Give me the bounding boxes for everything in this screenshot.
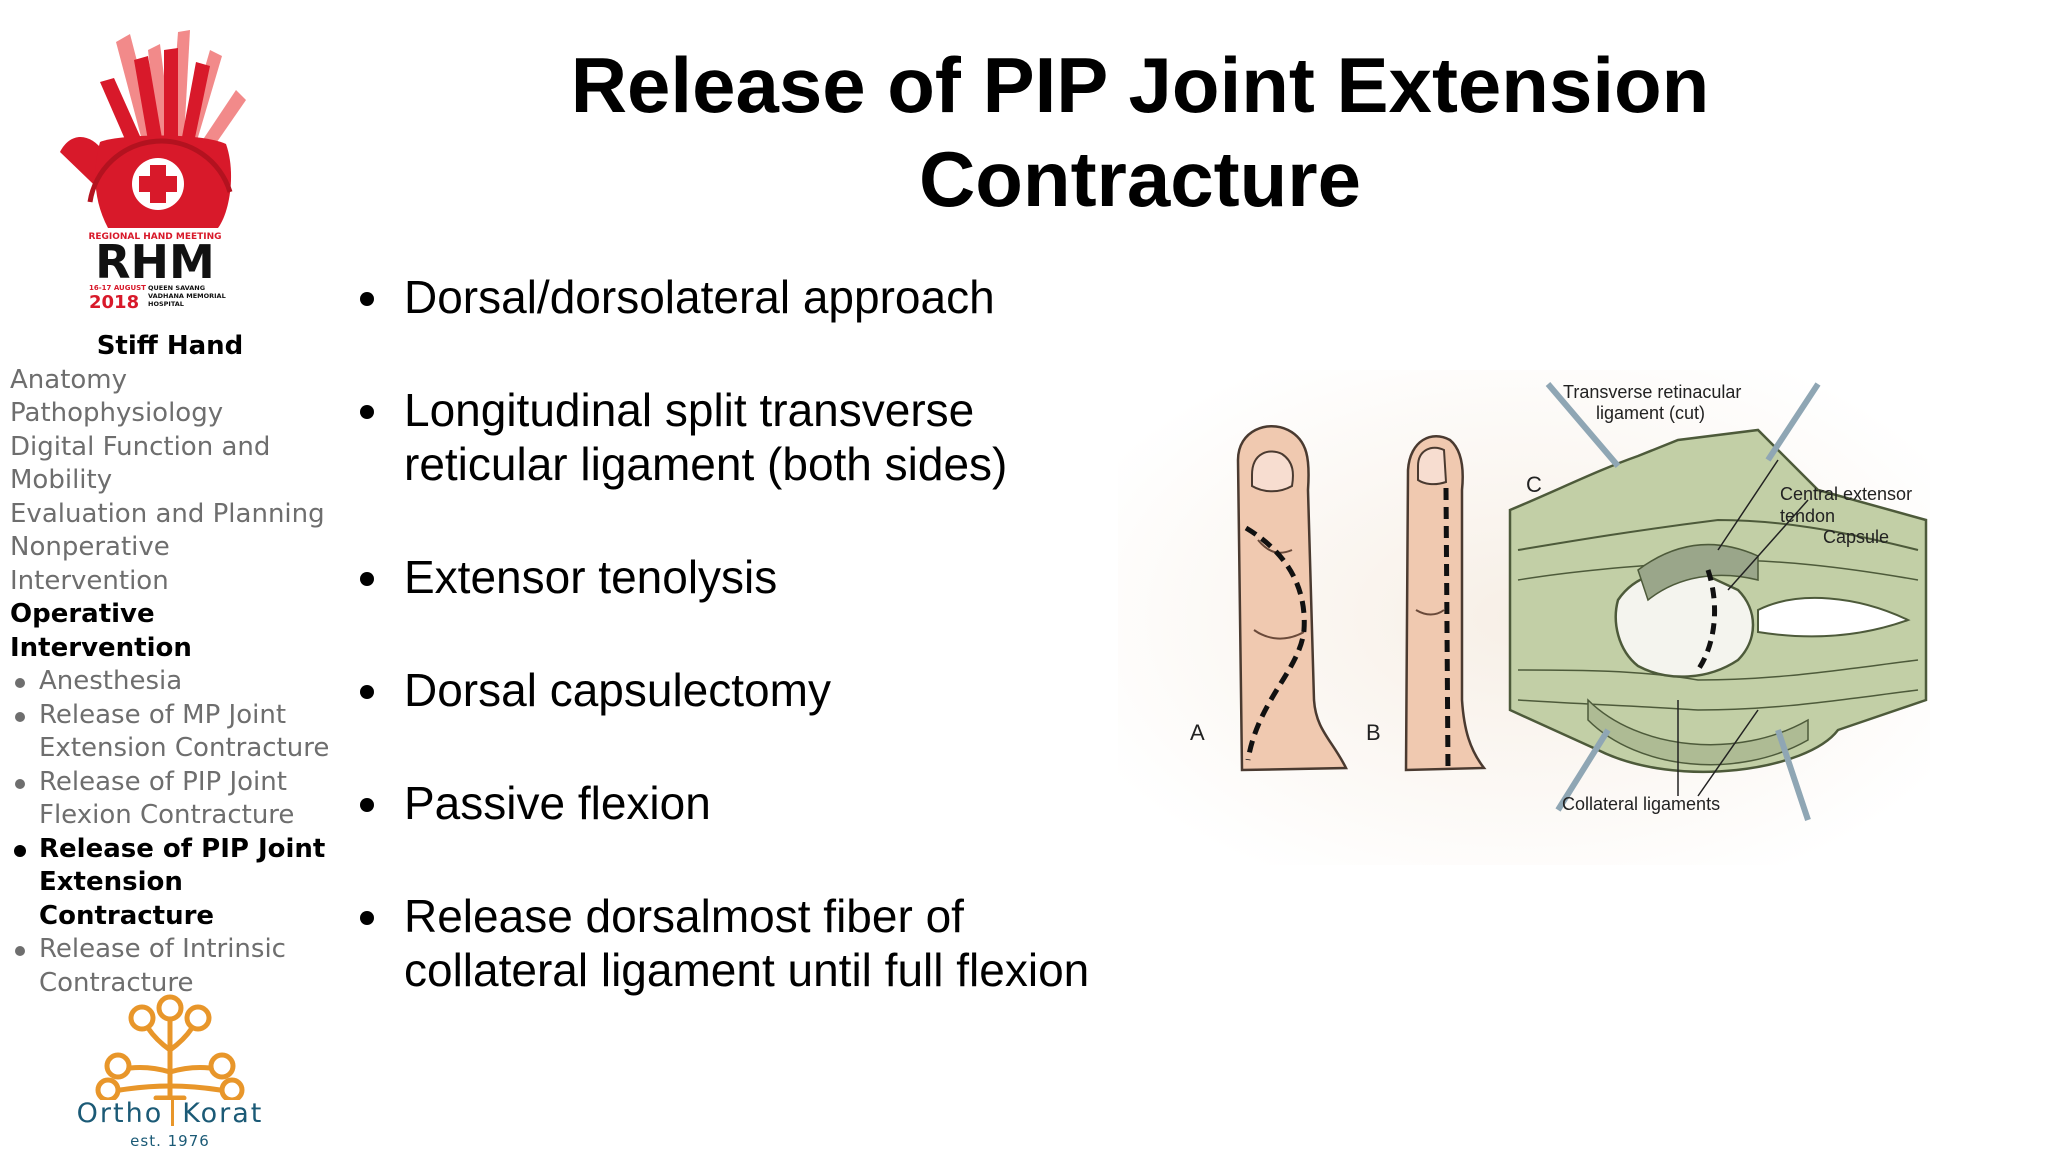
label-central-line1: Central extensor [1780,484,1912,504]
panel-label-b: B [1366,720,1381,745]
rhm-acronym: RHM [95,235,215,289]
bullet-dot-icon [15,711,25,722]
ortho-korat-name: Ortho Korat [60,1098,280,1129]
bullet-item: Passive flexion [350,776,1110,830]
bullet-item: Release dorsalmost fiber of collateral l… [350,889,1110,997]
bullet-dot-icon [360,798,374,812]
nav-subitem-anesthesia[interactable]: Anesthesia [10,665,330,699]
nav-item-digital-function[interactable]: Digital Function and Mobility [10,431,271,496]
finger-a [1236,425,1349,772]
label-retinacular-line1: Transverse retinacular [1563,382,1741,402]
rhm-hand-logo-graphic: REGIONAL HAND MEETING RHM 16-17 AUGUST 2… [60,30,246,312]
rhm-dates: 16-17 AUGUST [89,284,146,292]
bullet-list: Dorsal/dorsolateral approach Longitudina… [350,270,1110,1056]
nav-subitem-mp-extension[interactable]: Release of MP Joint Extension Contractur… [10,699,330,766]
bullet-text: Passive flexion [404,777,711,829]
nav-subitem-label: Release of MP Joint Extension Contractur… [39,699,330,764]
ortho-name-right: Korat [182,1098,264,1129]
bullet-dot-icon [360,572,374,586]
ortho-est: est. 1976 [130,1132,210,1150]
nav-item-anatomy[interactable]: Anatomy [10,364,128,395]
bullet-text: Dorsal capsulectomy [404,664,831,716]
bullet-dot-icon [360,911,374,925]
bullet-dot-icon [14,844,26,857]
section-nav: Stiff Hand Anatomy Pathophysiology Digit… [10,330,330,1000]
ortho-name-left: Ortho [76,1098,164,1129]
rhm-logo: REGIONAL HAND MEETING RHM 16-17 AUGUST 2… [60,22,250,312]
bullet-dot-icon [15,946,25,956]
bullet-text: Longitudinal split transverse reticular … [404,384,1008,490]
tree-icon [95,994,245,1100]
nav-subitem-label: Release of PIP Joint Flexion Contracture [39,766,295,831]
surgical-illustration: A B C Transverse retinacular ligament (c… [1118,370,1930,865]
bullet-item: Dorsal capsulectomy [350,663,1110,717]
nav-subitem-label: Release of Intrinsic Contracture [39,934,286,998]
nav-item-operative[interactable]: Operative Intervention [10,599,192,663]
nav-subitem-label: Anesthesia [39,666,183,696]
exposed-joint [1508,382,1928,821]
rhm-venue-1: QUEEN SAVANG [148,284,205,292]
nav-item-nonoperative[interactable]: Nonperative Intervention [10,532,170,596]
panel-label-a: A [1190,720,1205,745]
nav-heading: Stiff Hand [96,331,244,361]
bullet-dot-icon [360,685,374,699]
pip-release-diagram: A B C Transverse retinacular ligament (c… [1118,370,1930,865]
bullet-text: Release dorsalmost fiber of collateral l… [404,890,1090,996]
rhm-year: 2018 [89,292,139,312]
nav-subitem-pip-flexion[interactable]: Release of PIP Joint Flexion Contracture [10,766,330,833]
nav-subitem-intrinsic[interactable]: Release of Intrinsic Contracture [10,933,330,1000]
bullet-dot-icon [15,778,25,789]
logo-divider [171,1098,175,1126]
bullet-item: Extensor tenolysis [350,550,1110,604]
slide-title: Release of PIP Joint Extension Contractu… [570,41,1710,223]
finger-b [1404,435,1487,772]
bullet-dot-icon [15,678,25,688]
bullet-item: Dorsal/dorsolateral approach [350,270,1110,324]
label-retinacular-line2: ligament (cut) [1596,403,1705,423]
sidebar: REGIONAL HAND MEETING RHM 16-17 AUGUST 2… [0,0,340,1152]
rhm-venue-3: HOSPITAL [148,300,184,308]
rhm-event-name: REGIONAL HAND MEETING [88,232,221,242]
label-central-line2: tendon [1780,506,1835,526]
label-collateral: Collateral ligaments [1562,794,1720,814]
panel-label-c: C [1526,472,1542,497]
nav-subitem-pip-extension[interactable]: Release of PIP Joint Extension Contractu… [10,833,330,934]
label-capsule: Capsule [1823,527,1889,547]
bullet-text: Dorsal/dorsolateral approach [404,271,995,323]
rhm-venue-2: VADHANA MEMORIAL [148,292,226,300]
nav-subitem-label: Release of PIP Joint Extension Contractu… [39,833,326,931]
bullet-item: Longitudinal split transverse reticular … [350,383,1110,491]
bullet-dot-icon [360,292,374,306]
bullet-dot-icon [360,405,374,419]
bullet-text: Extensor tenolysis [404,551,778,603]
nav-item-pathophysiology[interactable]: Pathophysiology [10,398,224,428]
nav-item-evaluation[interactable]: Evaluation and Planning [10,498,325,529]
ortho-korat-logo: Ortho Korat est. 1976 [60,990,280,1152]
